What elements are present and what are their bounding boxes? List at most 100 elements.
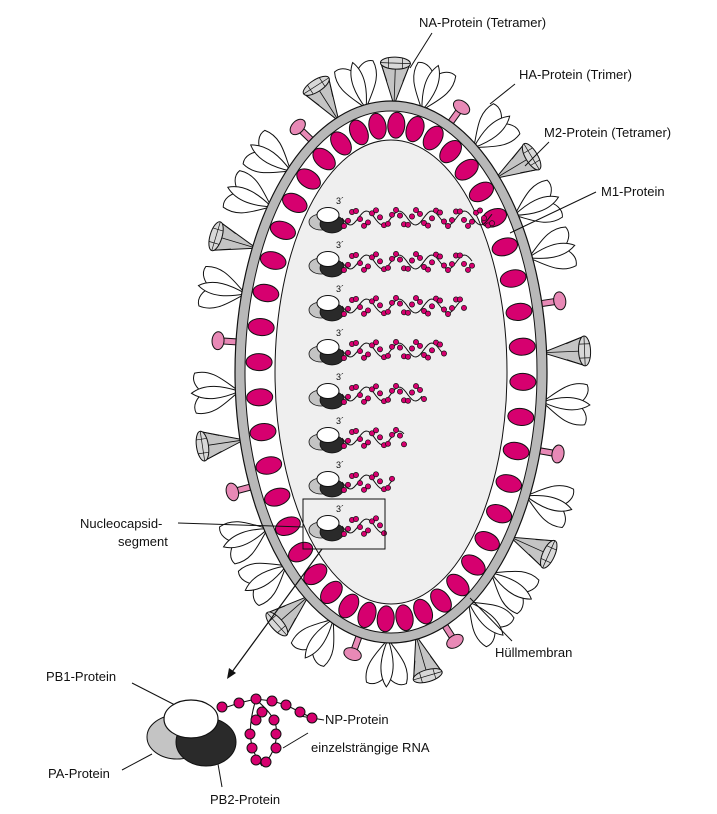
pb1-protein-small [316,383,340,399]
label-m1-protein: M1-Protein [601,184,665,199]
nucleocapsid-segment: 3´ [308,504,387,542]
m1-protein-unit [395,604,414,632]
m1-protein-unit [387,111,406,139]
zoom-arrow [227,548,323,679]
np-bead [413,383,419,390]
np-bead [341,223,347,229]
np-bead [341,443,347,449]
m1-protein-unit [376,605,395,633]
label-pb2-protein: PB2-Protein [210,792,280,807]
np-bead [341,311,347,317]
np-bead [421,352,427,358]
np-bead [389,299,395,306]
np-bead [405,397,411,404]
np-bead [393,427,399,433]
np-bead-large [233,697,245,709]
np-bead-large [270,728,282,740]
ha-spike [540,380,592,427]
m1-protein-unit [348,119,369,146]
m1-protein-unit [255,456,283,475]
np-bead [377,434,383,441]
np-bead [353,384,359,390]
label-pb1-protein: PB1-Protein [46,669,116,684]
np-bead [437,297,443,304]
np-bead [377,390,383,397]
np-bead [341,531,347,537]
np-bead [357,216,363,223]
m1-protein-unit [502,441,530,461]
np-bead [361,486,367,493]
np-bead [469,218,475,225]
np-bead [409,213,415,220]
np-bead [357,304,363,311]
m1-protein-unit [368,112,387,140]
np-bead-large [246,742,258,754]
pb1-protein-small [316,515,340,531]
pb1-protein-small [316,427,340,443]
np-bead [361,354,367,361]
np-bead [353,296,359,302]
np-bead [365,307,371,314]
np-bead [369,298,375,305]
np-bead [345,481,351,488]
np-bead [393,339,399,345]
np-bead [365,439,371,446]
np-bead [345,217,351,224]
np-bead-large [216,701,228,713]
segment-end-label: 3´ [336,328,344,338]
np-bead [409,345,415,352]
np-bead [413,207,419,214]
np-bead [369,518,375,525]
np-bead [357,260,363,267]
nucleocapsid-detail [146,693,318,768]
np-bead [365,351,371,358]
np-bead [445,267,451,273]
np-bead [353,472,359,478]
np-bead-large [250,714,262,726]
segment-end-label: 3´ [336,284,344,294]
m1-protein-unit [468,181,494,203]
label-pa-protein: PA-Protein [48,766,110,781]
np-bead [393,295,399,301]
np-bead [357,348,363,355]
nucleocapsid-segments: 3´3´3´3´3´3´3´3´ [308,196,495,542]
np-bead [417,386,423,393]
np-bead [377,214,383,221]
pb1-protein-small [316,251,340,267]
np-bead [445,223,451,229]
m1-protein-unit [509,372,537,391]
m1-protein-unit [252,283,280,303]
np-bead [429,215,435,222]
nucleocapsid-segment: 3´ [308,372,427,410]
np-bead [397,432,403,439]
np-bead [469,262,475,269]
np-bead [341,487,347,493]
np-rna-chain [216,693,318,768]
np-bead [461,216,467,223]
np-bead [361,442,367,449]
np-bead [449,217,455,224]
np-bead [389,475,395,482]
m1-protein-unit [338,593,360,619]
np-bead [385,396,391,403]
m1-protein-unit [495,474,523,493]
np-bead [401,441,407,448]
np-bead [361,398,367,405]
np-bead [413,251,419,258]
np-bead [389,255,395,262]
m1-protein-unit [246,388,274,407]
m1-protein-unit [259,251,287,270]
np-bead [421,220,427,226]
nucleocapsid-segment: 3´ [308,196,495,234]
np-bead [425,354,431,361]
np-bead [393,207,399,213]
np-bead [405,353,411,360]
segment-end-label: 3´ [336,460,344,470]
np-bead [353,516,359,522]
np-bead [421,308,427,314]
np-bead [393,383,399,389]
np-bead [389,387,395,394]
np-bead [381,530,387,537]
m1-protein-unit [508,337,536,356]
